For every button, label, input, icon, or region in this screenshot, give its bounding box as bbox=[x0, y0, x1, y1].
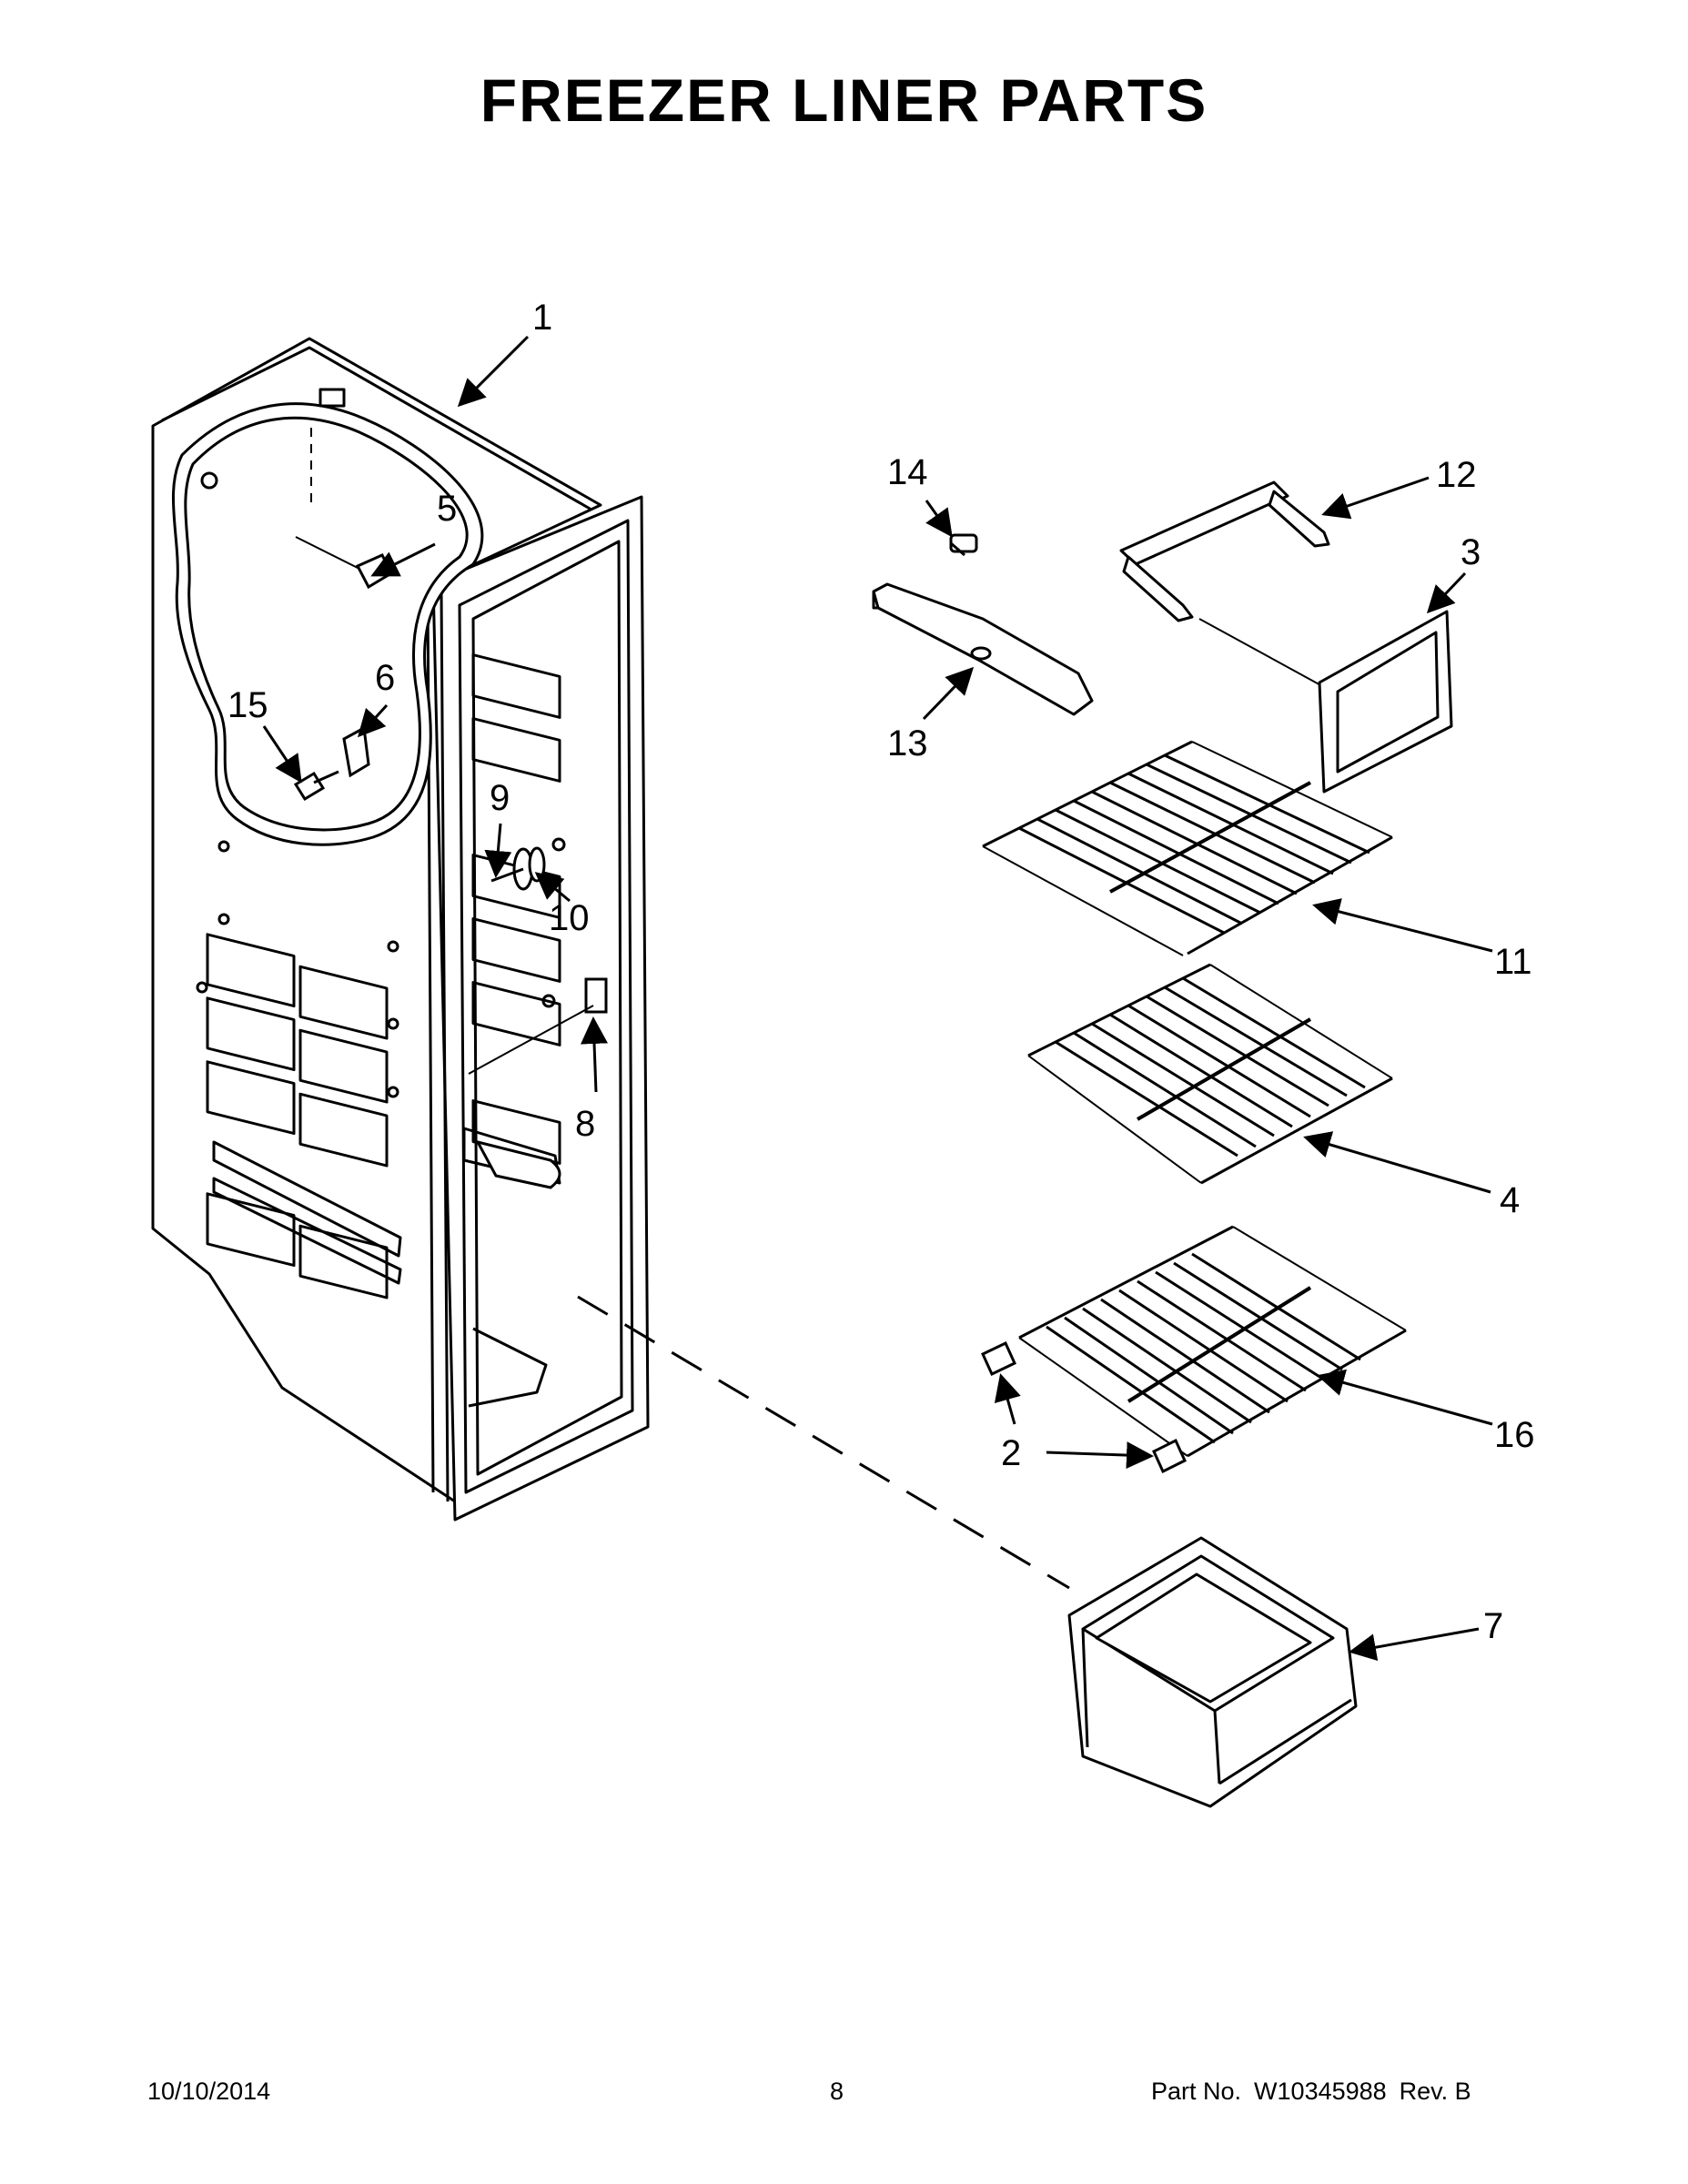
part-no-value: W10345988 bbox=[1254, 2078, 1387, 2105]
callout-12: 12 bbox=[1436, 455, 1477, 495]
bin-location-dashed-line bbox=[577, 1295, 1070, 1590]
callout-3: 3 bbox=[1461, 532, 1481, 572]
callout-10: 10 bbox=[549, 898, 590, 938]
wire-shelf-4 bbox=[1027, 963, 1393, 1185]
page-title: FREEZER LINER PARTS bbox=[480, 66, 1208, 134]
callout-15: 15 bbox=[227, 685, 268, 725]
callout-4: 4 bbox=[1500, 1180, 1520, 1220]
shelf-end-caps bbox=[981, 1340, 1187, 1474]
small-parts-on-liner bbox=[293, 536, 608, 1189]
callout-7: 7 bbox=[1483, 1606, 1503, 1646]
shelf-bracket-drawing bbox=[872, 533, 1094, 716]
part-no-label: Part No. bbox=[1151, 2078, 1242, 2105]
wire-shelf-16 bbox=[1018, 1225, 1407, 1458]
callout-1: 1 bbox=[532, 298, 552, 338]
callout-16: 16 bbox=[1494, 1415, 1535, 1455]
freezer-bin-drawing bbox=[1067, 1536, 1358, 1808]
revision: Rev. B bbox=[1399, 2078, 1471, 2105]
footer-date: 10/10/2014 bbox=[147, 2078, 271, 2105]
callout-11: 11 bbox=[1494, 942, 1532, 982]
callout-5: 5 bbox=[437, 489, 457, 529]
callout-14: 14 bbox=[887, 452, 928, 492]
footer-page-number: 8 bbox=[830, 2078, 844, 2105]
callout-leaders bbox=[262, 335, 1493, 1662]
callout-6: 6 bbox=[375, 658, 395, 698]
freezer-liner-drawing bbox=[151, 337, 650, 1522]
rail-and-cover-drawing bbox=[1119, 480, 1453, 794]
callout-13: 13 bbox=[887, 723, 928, 763]
footer-part-number: Part No. W10345988 Rev. B bbox=[1151, 2078, 1484, 2106]
callout-2: 2 bbox=[1001, 1433, 1021, 1473]
callout-8: 8 bbox=[575, 1104, 595, 1144]
callout-9: 9 bbox=[490, 778, 510, 818]
wire-shelf-11 bbox=[982, 740, 1393, 956]
